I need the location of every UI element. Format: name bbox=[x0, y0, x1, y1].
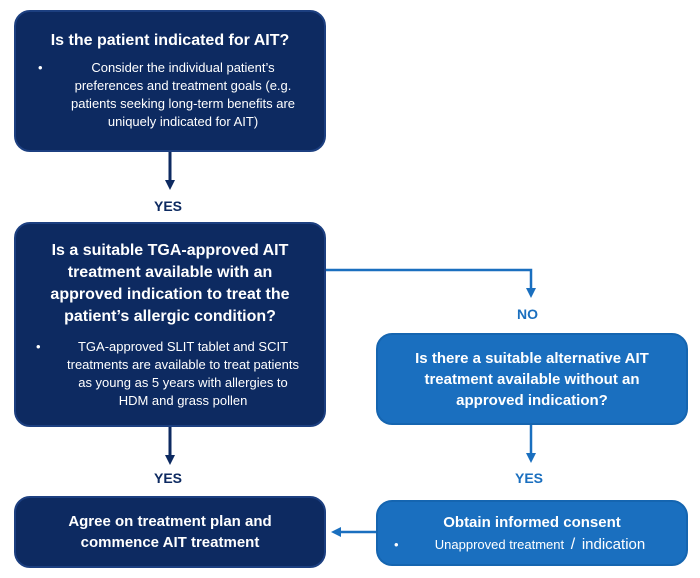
box-tga-approved: Is a suitable TGA-approved AIT treatment… bbox=[14, 222, 326, 427]
box-patient-indicated: Is the patient indicated for AIT? Consid… bbox=[14, 10, 326, 152]
box-alternative-ait: Is there a suitable alternative AIT trea… bbox=[376, 333, 688, 425]
box-patient-indicated-title: Is the patient indicated for AIT? bbox=[50, 32, 290, 49]
yes-label-1: YES bbox=[154, 198, 183, 214]
bullet-item: TGA-approved SLIT tablet and SCIT treatm… bbox=[36, 338, 304, 410]
no-label: NO bbox=[517, 306, 538, 322]
box-informed-consent-bullets: Unapproved treatment / indication bbox=[394, 536, 670, 554]
box-agree-treatment: Agree on treatment plan and commence AIT… bbox=[14, 496, 326, 568]
box-tga-approved-title: Is a suitable TGA-approved AIT treatment… bbox=[50, 241, 290, 325]
bullet-separator: / bbox=[570, 535, 576, 553]
box-tga-approved-bullets: TGA-approved SLIT tablet and SCIT treatm… bbox=[36, 338, 304, 410]
box-alternative-ait-title: Is there a suitable alternative AIT trea… bbox=[415, 349, 649, 409]
arrow-box2-to-box3 bbox=[326, 268, 536, 298]
bullet-item: Unapproved treatment / indication bbox=[394, 536, 670, 554]
bullet-text-b: indication bbox=[581, 535, 646, 553]
bullet-text-a: Unapproved treatment bbox=[434, 536, 565, 552]
box-agree-treatment-title: Agree on treatment plan and commence AIT… bbox=[68, 513, 272, 551]
box-informed-consent-title: Obtain informed consent bbox=[443, 513, 621, 531]
box-patient-indicated-bullets: Consider the individual patient’s prefer… bbox=[38, 59, 302, 131]
yes-label-3: YES bbox=[515, 470, 544, 486]
box-informed-consent: Obtain informed consent Unapproved treat… bbox=[376, 500, 688, 566]
bullet-item: Consider the individual patient’s prefer… bbox=[38, 59, 302, 131]
yes-label-2: YES bbox=[154, 470, 183, 486]
